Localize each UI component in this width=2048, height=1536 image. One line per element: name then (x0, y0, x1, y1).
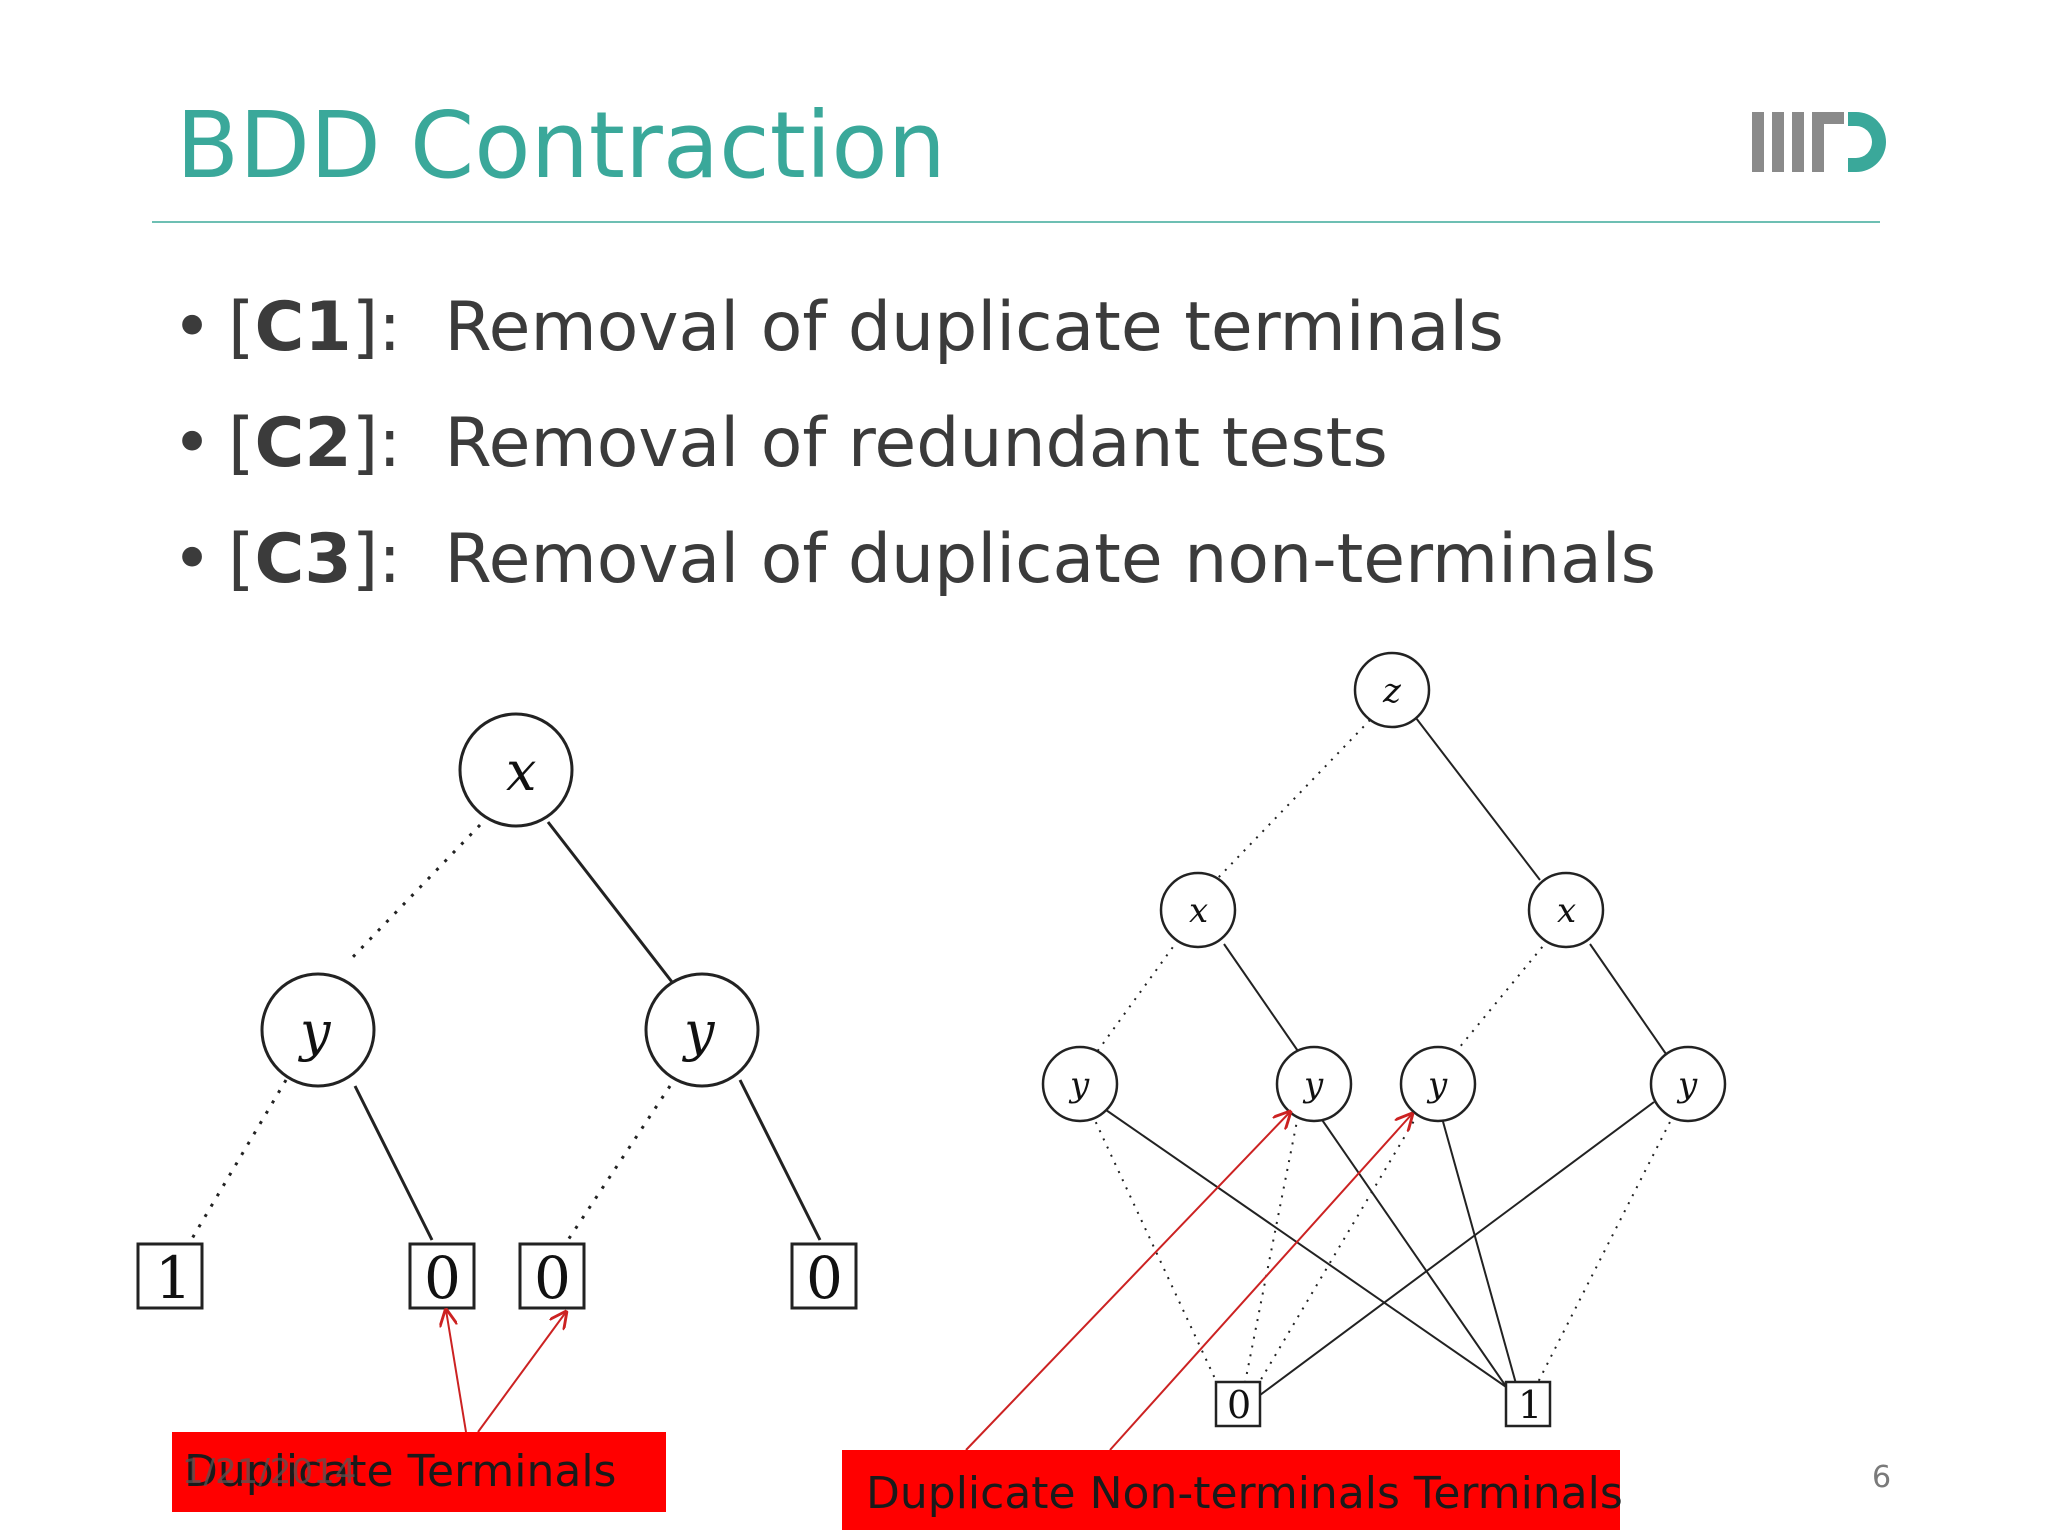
edge-y-1 (188, 1079, 288, 1243)
bracket-close: ]: (351, 520, 402, 599)
duplicate-nonterminals-label: Duplicate Non-terminals Terminals (842, 1450, 1623, 1530)
bullet-item: •[C3]: Removal of duplicate non-terminal… (172, 502, 1656, 618)
slide-title: BDD Contraction (176, 92, 946, 199)
edge-y1-1 (1105, 1109, 1523, 1399)
node-y-left (260, 972, 376, 1088)
arrow-to-node-y3 (1109, 1114, 1412, 1451)
edge-y-0a (353, 1085, 434, 1241)
edge-x-y-right (546, 821, 674, 983)
node-y-label: y (1426, 1065, 1448, 1105)
node-y-label: y (298, 1000, 332, 1063)
terminal-label: 0 (806, 1244, 843, 1312)
label-text: Duplicate Terminals (184, 1446, 617, 1497)
rule-code: C3 (254, 520, 352, 599)
slide-date: 1/21/2014 (182, 1452, 357, 1492)
node-y2 (1275, 1045, 1353, 1123)
node-x-left (1159, 871, 1237, 949)
terminal-label: 1 (155, 1244, 192, 1312)
title-underline (152, 221, 1880, 223)
node-y4 (1649, 1045, 1727, 1123)
terminal-label: 1 (1518, 1383, 1542, 1427)
arrow-to-terminal-0b (477, 1312, 566, 1433)
page-number: 6 (1872, 1460, 1892, 1495)
edge-y2-1 (1317, 1113, 1515, 1399)
terminal-0c (790, 1242, 858, 1310)
terminal-0 (1214, 1380, 1262, 1428)
edge-y1-0 (1091, 1113, 1225, 1399)
node-x-left-root (458, 712, 574, 828)
edge-y2-0 (1241, 1115, 1299, 1399)
node-x-label: x (1557, 891, 1576, 931)
node-x-label: x (506, 740, 536, 803)
node-y-right (644, 972, 760, 1088)
node-y1 (1041, 1045, 1119, 1123)
bracket-open: [ (228, 404, 255, 483)
node-z-label: z (1382, 671, 1402, 711)
terminal-1 (136, 1242, 204, 1310)
edge-y-0b (566, 1085, 672, 1241)
edge-y4-0 (1255, 1101, 1655, 1399)
bullet-item: •[C2]: Removal of redundant tests (172, 386, 1656, 502)
edge-xl-y1 (1093, 939, 1179, 1057)
edge-y4-1 (1529, 1113, 1675, 1399)
rule-code: C2 (254, 404, 352, 483)
bullet-dot: • (172, 520, 213, 599)
arrow-to-terminal-0a (446, 1310, 467, 1433)
node-y-label: y (1302, 1065, 1324, 1105)
terminal-label: 0 (424, 1244, 461, 1312)
left-bdd-edges (188, 821, 822, 1243)
bullet-list: •[C1]: Removal of duplicate terminals •[… (172, 270, 1656, 618)
bullet-item: •[C1]: Removal of duplicate terminals (172, 270, 1656, 386)
bullet-text: Removal of duplicate terminals (444, 288, 1504, 367)
bullet-text: Removal of redundant tests (444, 404, 1388, 483)
bullet-dot: • (172, 288, 213, 367)
terminal-0b (518, 1242, 586, 1310)
bracket-open: [ (228, 288, 255, 367)
duplicate-terminals-label: Duplicate Terminals 1/21/2014 (172, 1432, 666, 1512)
edge-z-x-right (1415, 717, 1541, 881)
bullet-dot: • (172, 404, 213, 483)
terminal-0a (408, 1242, 476, 1310)
bracket-open: [ (228, 520, 255, 599)
arrow-to-node-y2 (965, 1112, 1290, 1451)
node-y3 (1399, 1045, 1477, 1123)
annotation-arrows (446, 1112, 1412, 1451)
node-y-label: y (1676, 1065, 1698, 1105)
right-bdd-edges (1091, 717, 1675, 1399)
edge-xr-y3 (1453, 939, 1549, 1055)
node-x-right (1527, 871, 1605, 949)
node-y-label: y (682, 1000, 716, 1063)
node-y-label: y (1068, 1065, 1090, 1105)
node-x-label: x (1189, 891, 1208, 931)
bullet-text: Removal of duplicate non-terminals (444, 520, 1657, 599)
rule-code: C1 (254, 288, 352, 367)
bracket-close: ]: (351, 288, 402, 367)
edge-x-y-left (348, 823, 482, 962)
edge-z-x-left (1215, 719, 1371, 881)
label-text: Duplicate Non-terminals Terminals (866, 1468, 1623, 1519)
terminal-1 (1504, 1380, 1552, 1428)
terminal-label: 0 (534, 1244, 571, 1312)
edge-y-0c (738, 1079, 822, 1241)
bracket-close: ]: (351, 404, 402, 483)
edge-y3-1 (1441, 1117, 1521, 1399)
right-bdd-nodes: z x x y y y y 0 1 (1041, 651, 1727, 1428)
terminal-label: 0 (1227, 1383, 1251, 1427)
edge-xl-y2 (1223, 943, 1301, 1055)
iiitd-logo (1752, 112, 1886, 172)
node-z-root (1353, 651, 1431, 729)
edge-y3-0 (1249, 1113, 1419, 1399)
edge-xr-y4 (1589, 943, 1667, 1055)
left-bdd-nodes: x y y 1 0 0 0 (136, 712, 858, 1312)
